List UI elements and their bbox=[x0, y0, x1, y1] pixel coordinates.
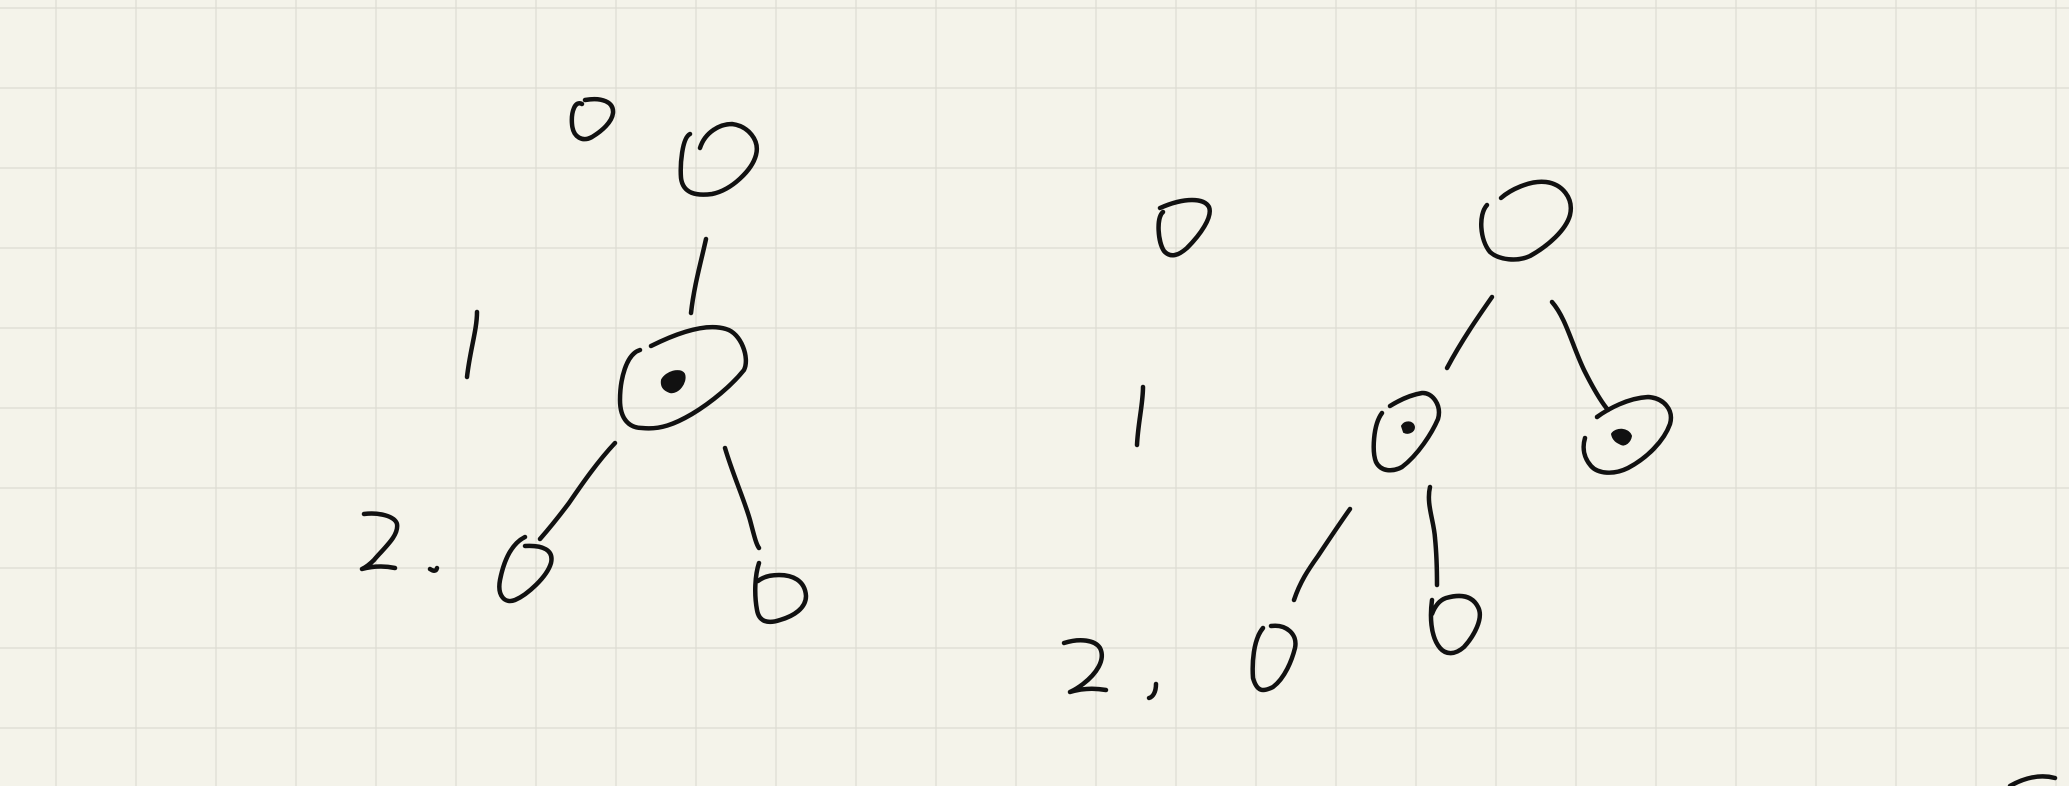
tree-node bbox=[678, 121, 760, 197]
tree-edge bbox=[1549, 299, 1611, 413]
level-label-2 bbox=[359, 511, 400, 572]
partial-stroke bbox=[2007, 774, 2058, 786]
tree-node bbox=[1428, 593, 1482, 656]
tree-edge bbox=[1444, 294, 1495, 371]
node-dot bbox=[1401, 421, 1415, 434]
tree-node-marked bbox=[1581, 394, 1674, 475]
tree-node bbox=[1479, 179, 1574, 262]
level-label-1 bbox=[464, 309, 480, 380]
tree-node bbox=[1250, 623, 1298, 693]
tree-node bbox=[1371, 390, 1442, 473]
level-label-2 bbox=[1061, 638, 1109, 695]
node-dot bbox=[1611, 428, 1632, 446]
tree-node-marked bbox=[617, 324, 749, 431]
tree-edge bbox=[1291, 506, 1353, 603]
level-label-0 bbox=[569, 96, 616, 142]
tree-edge bbox=[537, 440, 618, 542]
level-label-2-comma bbox=[1146, 681, 1159, 701]
tree-right bbox=[1061, 179, 1674, 701]
tree-edge bbox=[1426, 484, 1440, 588]
node-dot bbox=[660, 370, 686, 394]
tree-edge bbox=[688, 236, 709, 316]
level-label-0 bbox=[1156, 197, 1212, 258]
tree-node bbox=[497, 534, 554, 604]
level-label-1 bbox=[1134, 384, 1146, 448]
tree-edge bbox=[722, 445, 762, 551]
tree-left bbox=[359, 96, 809, 625]
level-label-2-dot bbox=[427, 565, 440, 573]
tree-node bbox=[753, 560, 809, 625]
